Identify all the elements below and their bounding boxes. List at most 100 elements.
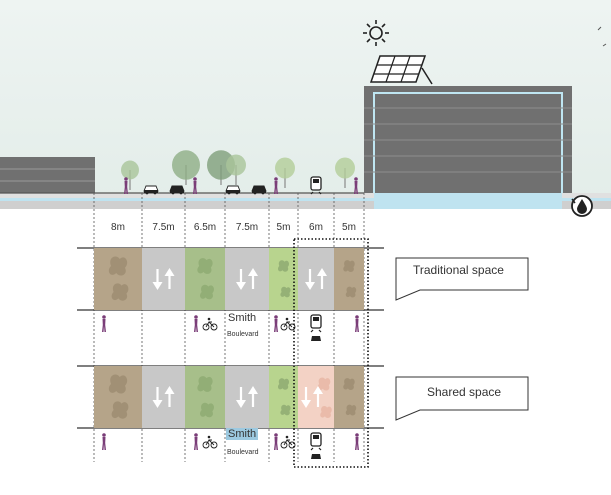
bicycle-icon	[280, 435, 296, 449]
car-icon	[225, 185, 241, 195]
two-way-arrow-icon	[236, 268, 258, 290]
planting-blob	[343, 260, 355, 272]
traffic-lane	[142, 248, 185, 310]
two-way-arrow-icon	[236, 386, 258, 408]
pedestrian-icon	[274, 315, 278, 332]
street-name-row2: Smith	[226, 428, 259, 440]
planting-blob	[111, 401, 129, 419]
planting-blob	[197, 258, 213, 274]
callout-traditional-label: Traditional space	[413, 263, 504, 277]
street-suffix-row1: Boulevard	[227, 331, 259, 338]
two-way-arrow-icon	[152, 268, 175, 290]
pedestrian-icon	[355, 433, 359, 450]
water-storage	[374, 193, 562, 209]
ground-base	[0, 201, 611, 209]
two-way-arrow-icon	[305, 268, 327, 290]
traffic-lane	[225, 248, 269, 310]
car-icon	[143, 185, 159, 195]
sun-icon	[363, 20, 389, 46]
pedestrian-icon	[274, 433, 278, 450]
right-building	[364, 86, 572, 195]
lane-width-label: 6.5m	[193, 222, 217, 233]
bicycle-icon	[280, 317, 296, 331]
traffic-lane	[298, 248, 334, 310]
planting-strip	[94, 248, 142, 310]
planting-strip	[185, 248, 225, 310]
lane-width-label: 5m	[342, 222, 356, 233]
pedestrian-icon	[102, 433, 106, 450]
water-drop-icon	[571, 195, 593, 217]
solar-panel-icon	[369, 55, 433, 85]
traffic-lane	[225, 366, 269, 428]
pedestrian-icon	[274, 177, 278, 194]
planting-blob	[345, 286, 357, 298]
planting-blob	[277, 378, 290, 390]
section-rows	[77, 247, 384, 459]
tree-icon	[226, 154, 246, 185]
lane-width-label: 6m	[309, 222, 323, 233]
planting-strip	[334, 248, 364, 310]
planting-blob	[345, 404, 357, 416]
planting-blob	[320, 406, 332, 418]
pedestrian-icon	[193, 177, 197, 194]
section-row	[77, 247, 384, 341]
callout-shared	[395, 376, 529, 421]
tree-icon	[275, 157, 295, 188]
tram-icon	[310, 176, 322, 195]
pedestrian-icon	[194, 433, 198, 450]
section-row	[77, 365, 384, 459]
planting-blob	[280, 404, 291, 416]
two-way-arrow-icon	[301, 386, 323, 408]
planting-strip	[185, 366, 225, 428]
planting-blob	[280, 286, 291, 298]
lane-width-label: 7.5m	[235, 222, 259, 233]
car-icon	[311, 336, 321, 341]
planting-strip	[94, 366, 142, 428]
pedestrian-icon	[355, 315, 359, 332]
planting-blob	[277, 260, 290, 272]
planting-blob	[111, 283, 129, 301]
callout-traditional	[395, 257, 529, 301]
planting-blob	[108, 256, 128, 276]
bird-icon	[597, 26, 607, 47]
shared-lane	[298, 366, 334, 428]
pedestrian-icon	[354, 177, 358, 194]
tree-icon	[172, 150, 200, 185]
pedestrian-icon	[102, 315, 106, 332]
car-icon	[169, 185, 185, 195]
tree-icon	[207, 150, 235, 185]
tram-icon	[310, 314, 322, 333]
planting-strip	[269, 366, 298, 428]
pedestrian-icon	[124, 177, 128, 194]
planting-strip	[269, 248, 298, 310]
street-name-row1: Smith	[228, 312, 257, 324]
planting-blob	[200, 284, 214, 300]
two-way-arrow-icon	[152, 386, 175, 408]
planting-blob	[197, 376, 213, 392]
skyline-street-items	[121, 150, 358, 195]
traffic-lane	[142, 366, 185, 428]
car-icon	[251, 185, 267, 195]
ground-surface	[0, 193, 611, 198]
tram-icon	[310, 432, 322, 451]
lane-width-label: 7.5m	[152, 222, 175, 233]
pedestrian-icon	[194, 315, 198, 332]
left-building	[0, 157, 95, 193]
tree-icon	[335, 157, 355, 188]
street-suffix-row2: Boulevard	[227, 449, 259, 456]
bicycle-icon	[202, 435, 218, 449]
lane-width-label: 5m	[276, 222, 291, 233]
bicycle-icon	[202, 317, 218, 331]
planting-strip	[334, 366, 364, 428]
planting-blob	[108, 374, 128, 394]
planting-blob	[343, 378, 355, 390]
lane-width-label: 8m	[111, 222, 125, 233]
callout-shared-label: Shared space	[427, 385, 502, 399]
water-line	[0, 198, 611, 201]
planting-blob	[317, 377, 331, 391]
highlight-column-frame	[293, 238, 369, 468]
car-icon	[311, 454, 321, 459]
planting-blob	[200, 402, 214, 418]
